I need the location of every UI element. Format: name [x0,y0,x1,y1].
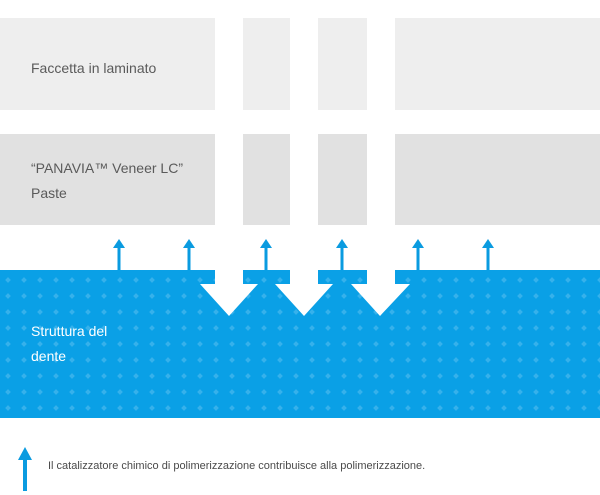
light-down-arrows [200,270,410,316]
up-arrow-icon [260,239,272,270]
up-arrow-icon [183,239,195,270]
veneer-label: Faccetta in laminato [31,60,157,76]
tooth-label-line1: Struttura del [31,323,108,339]
paste-layer [0,134,600,225]
light-channels [215,0,395,270]
up-arrow-icon [113,239,125,270]
up-arrow-icon [336,239,348,270]
down-arrow-icon [351,284,410,316]
tooth-structure [0,270,600,418]
paste-label-line1: “PANAVIA™ Veneer LC” [31,160,183,176]
down-arrow-icon [200,284,258,316]
legend-text: Il catalizzatore chimico di polimerizzaz… [48,460,426,472]
tooth-label-line2: dente [31,348,67,364]
down-arrow-icon [275,284,333,316]
catalyst-up-arrows [113,239,494,270]
paste-label-line2: Paste [31,185,67,201]
up-arrow-icon [482,239,494,270]
veneer-layer [0,18,600,110]
legend-up-arrow-icon [18,447,32,491]
up-arrow-icon [412,239,424,270]
